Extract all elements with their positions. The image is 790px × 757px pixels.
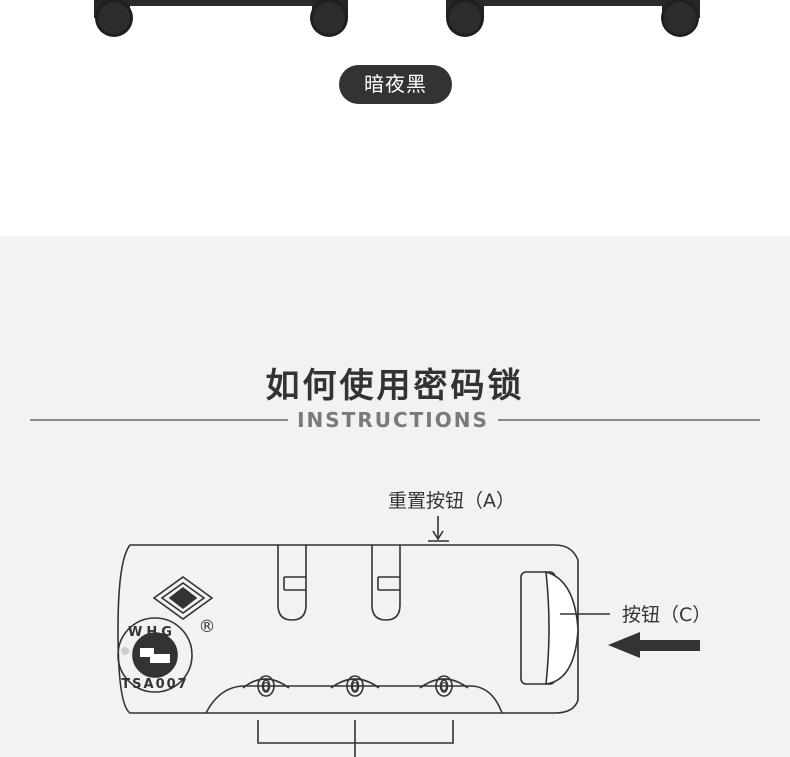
wheel-icon (661, 0, 700, 37)
instructions-section (0, 236, 790, 757)
dial-bracket (257, 720, 454, 757)
wheel-icon (310, 0, 348, 37)
instructions-title: 如何使用密码锁 (265, 366, 525, 406)
lock-brand-text: WHG (128, 625, 176, 640)
instructions-subtitle: INSTRUCTIONS (297, 408, 489, 432)
lock-model-text: TSA007 (121, 677, 188, 692)
divider-line-right (498, 419, 760, 421)
dial-wheel-icon (419, 675, 469, 697)
dial-wheel-icon (242, 675, 290, 697)
shackle-slot-right (371, 545, 401, 621)
dial-digit: 0 (262, 680, 270, 694)
registered-mark: ® (199, 617, 216, 637)
wheel-icon (94, 0, 133, 37)
shackle-slot-left (277, 545, 307, 621)
dial-digit: 0 (440, 680, 448, 694)
product-color-section: 暗夜黑 (0, 0, 790, 236)
whg-diamond-logo-icon (152, 576, 214, 620)
suitcase-wheels-image (94, 0, 700, 37)
color-option-badge[interactable]: 暗夜黑 (339, 65, 452, 104)
dial-wheel-icon (330, 675, 380, 697)
dial-digit: 0 (351, 680, 359, 694)
dial-window (205, 685, 503, 714)
button-c-label: 按钮（C） (622, 604, 712, 626)
instructions-subtitle-row: INSTRUCTIONS (30, 406, 760, 434)
reset-button-label: 重置按钮（A） (388, 490, 515, 512)
lock-body-outline (117, 544, 579, 714)
wheel-icon (446, 0, 484, 37)
tsa-seal-icon (117, 617, 193, 693)
divider-line-left (30, 419, 288, 421)
press-arrow-icon (608, 632, 700, 658)
